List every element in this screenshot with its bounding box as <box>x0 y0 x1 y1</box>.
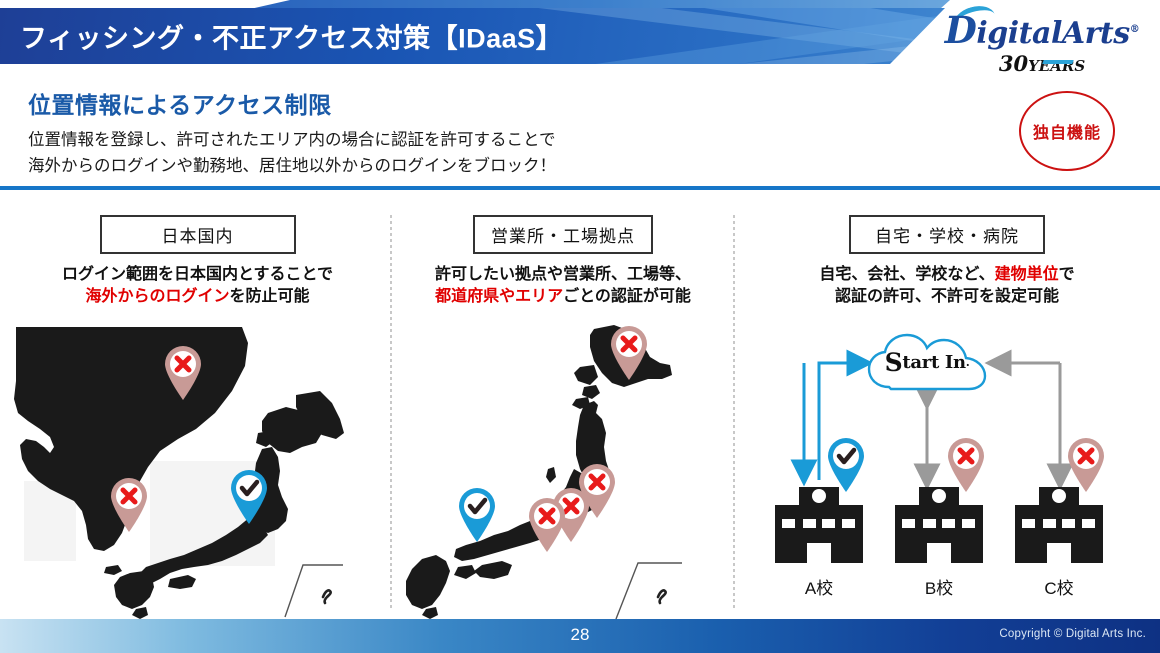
column-3-desc-line-1: 自宅、会社、学校など、建物単位で <box>742 264 1152 286</box>
logo-registered-mark: ® <box>1129 24 1140 35</box>
header-top-accent-strip <box>250 0 950 9</box>
logo-years-bar-icon <box>1042 60 1074 64</box>
column-building-level: 自宅・学校・病院 自宅、会社、学校など、建物単位で 認証の許可、不許可を設定可能 <box>742 215 1152 610</box>
pin-deny-school-b <box>945 437 987 493</box>
column-2-desc-highlight: 都道府県やエリア <box>435 287 564 305</box>
column-1-desc-highlight: 海外からのログイン <box>85 287 230 305</box>
column-1-header: 日本国内 <box>99 215 296 254</box>
logo-anniversary: 30YEARS <box>999 51 1085 76</box>
logo-years-number: 30 <box>998 51 1029 76</box>
section-description-line-2: 海外からのログインや勤務地、居住地以外からのログインをブロック！ <box>28 156 556 175</box>
section-heading: 位置情報によるアクセス制限 <box>28 92 332 118</box>
pin-deny-kanto <box>576 463 618 519</box>
column-1-description: ログイン範囲を日本国内とすることで 海外からのログインを防止可能 <box>10 264 385 307</box>
page-title: フィッシング・不正アクセス対策【IDaaS】 <box>20 23 564 54</box>
slide-footer: 28 Copyright © Digital Arts Inc. <box>0 619 1160 653</box>
map-east-asia <box>10 321 385 621</box>
pin-deny-school-c <box>1065 437 1107 493</box>
section-description: 位置情報を登録し、許可されたエリア内の場合に認証を許可することで 海外からのログ… <box>28 128 556 179</box>
column-3-desc-highlight: 建物単位 <box>994 266 1059 283</box>
column-3-header: 自宅・学校・病院 <box>849 215 1045 254</box>
column-2-desc-tail: ごとの認証が可能 <box>563 287 691 305</box>
school-a-label: A校 <box>804 579 834 598</box>
column-3-desc-lead: 自宅、会社、学校など、 <box>819 266 995 283</box>
cloud-label-dot: . <box>965 355 970 369</box>
cloud-label-rest: tart In <box>902 351 966 373</box>
column-divider-2 <box>733 215 735 610</box>
cloud-label-initial: S <box>884 347 903 377</box>
column-1-desc-tail: を防止可能 <box>229 287 310 305</box>
column-2-header: 営業所・工場拠点 <box>473 215 653 254</box>
column-2-desc-line-1: 許可したい拠点や営業所、工場等、 <box>434 266 691 283</box>
column-3-desc-line-2: 認証の許可、不許可を設定可能 <box>834 287 1059 305</box>
school-b-label: B校 <box>924 579 954 598</box>
pin-deny-chubu <box>550 487 592 543</box>
pin-deny-2 <box>108 477 150 533</box>
logo-brand-text: igitalArts <box>976 16 1130 51</box>
column-divider-1 <box>390 215 392 610</box>
okinawa-inset-bracket <box>265 561 345 619</box>
column-2-desc-line-2: 都道府県やエリアごとの認証が可能 <box>398 286 728 308</box>
section-divider-rule <box>0 186 1160 190</box>
page-number: 28 <box>570 625 590 644</box>
logo-wordmark: DigitalArts® <box>942 1 1142 51</box>
pin-deny-kinki <box>526 497 568 553</box>
school-b: B校 <box>892 485 986 599</box>
pin-allow-chugoku <box>456 487 498 543</box>
unique-feature-badge: 独自機能 <box>1019 91 1115 171</box>
pin-allow-1 <box>228 469 270 525</box>
column-branch-offices: 営業所・工場拠点 許可したい拠点や営業所、工場等、 都道府県やエリアごとの認証が… <box>398 215 728 620</box>
school-c: C校 <box>1012 485 1106 599</box>
logo-initial: D <box>944 8 977 52</box>
okinawa-inset-bracket-2 <box>598 559 684 621</box>
school-building-icon <box>772 485 866 565</box>
school-building-icon <box>1012 485 1106 565</box>
column-2-description: 許可したい拠点や営業所、工場等、 都道府県やエリアごとの認証が可能 <box>398 264 728 307</box>
header-banner: フィッシング・不正アクセス対策【IDaaS】 <box>0 8 945 64</box>
school-building-icon <box>892 485 986 565</box>
digital-arts-logo: DigitalArts® 30YEARS <box>942 1 1142 76</box>
column-1-desc-line-1: ログイン範囲を日本国内とすることで <box>61 266 334 283</box>
pin-deny-1 <box>162 345 204 401</box>
copyright-text: Copyright © Digital Arts Inc. <box>999 628 1146 640</box>
pin-allow-school-a <box>825 437 867 493</box>
school-a: A校 <box>772 485 866 599</box>
column-3-desc-tail: で <box>1058 266 1075 283</box>
pin-deny-hokkaido <box>608 325 650 381</box>
column-japan-domestic: 日本国内 ログイン範囲を日本国内とすることで 海外からのログインを防止可能 <box>10 215 385 620</box>
map-japan <box>398 321 728 621</box>
school-c-label: C校 <box>1044 579 1074 598</box>
section-description-line-1: 位置情報を登録し、許可されたエリア内の場合に認証を許可することで <box>28 131 556 149</box>
column-1-desc-line-2: 海外からのログインを防止可能 <box>10 286 385 308</box>
column-3-description: 自宅、会社、学校など、建物単位で 認証の許可、不許可を設定可能 <box>742 264 1152 307</box>
